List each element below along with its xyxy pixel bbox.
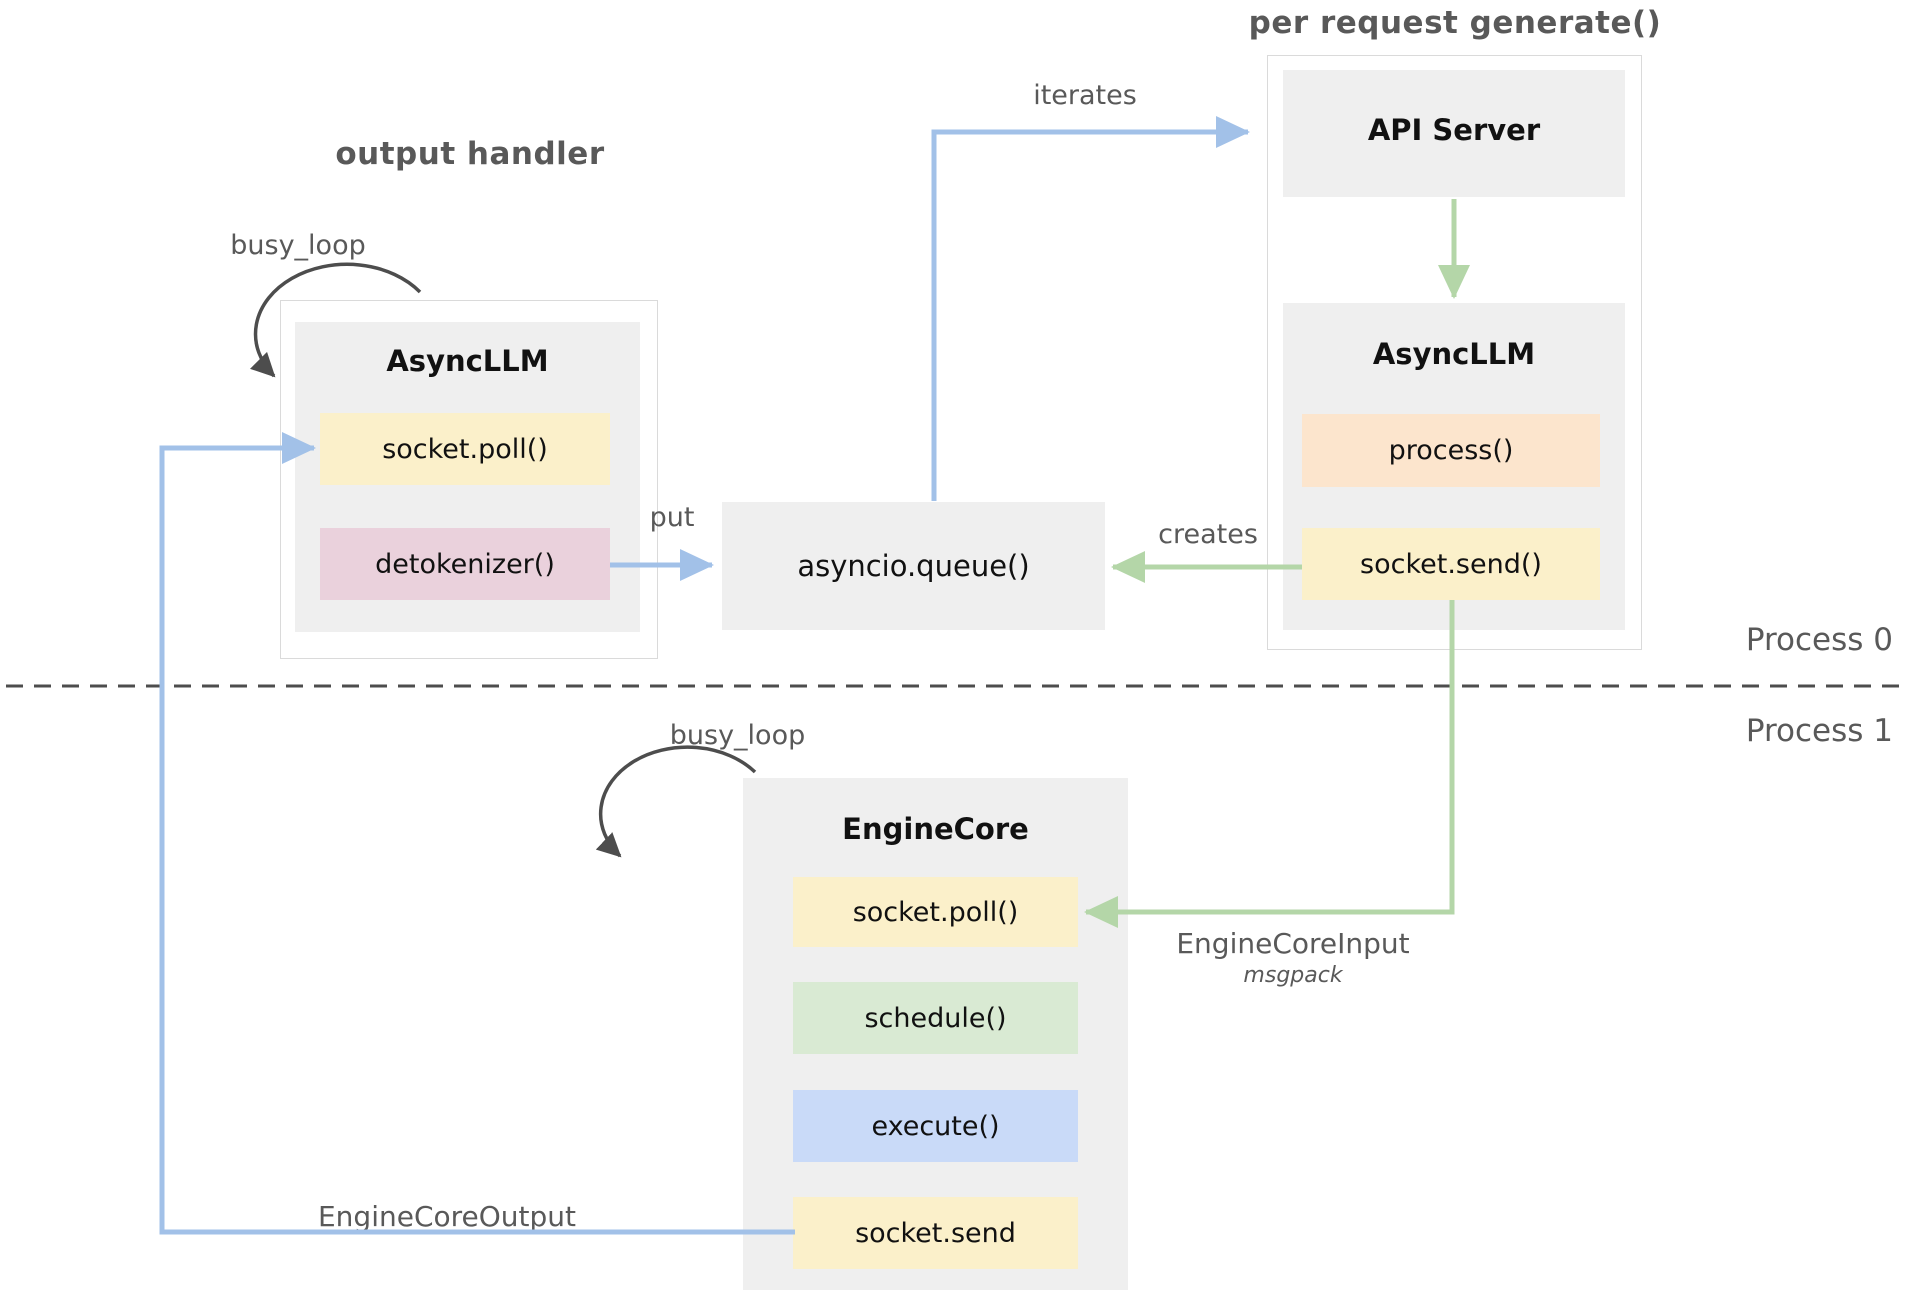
method-socket-send-right: socket.send() (1302, 528, 1600, 600)
method-process: process() (1302, 414, 1600, 487)
put-label: put (649, 502, 695, 533)
method-socket-send-engine: socket.send (793, 1197, 1078, 1269)
engine-core-output-label: EngineCoreOutput (317, 1200, 577, 1233)
process-0-label: Process 0 (1745, 622, 1893, 658)
method-schedule: schedule() (793, 982, 1078, 1054)
async-llm-left-title: AsyncLLM (386, 344, 549, 378)
iterates-arrow (931, 116, 1250, 501)
busy-loop-label-asyncllm: busy_loop (230, 230, 366, 261)
method-detokenizer: detokenizer() (320, 528, 610, 600)
method-execute: execute() (793, 1090, 1078, 1162)
method-socket-poll-engine: socket.poll() (793, 877, 1078, 947)
engine-core-title: EngineCore (842, 812, 1029, 846)
creates-label: creates (1158, 519, 1258, 550)
msgpack-label: msgpack (1243, 963, 1343, 988)
per-request-generate-title: per request generate() (1248, 5, 1662, 41)
asyncio-queue-box: asyncio.queue() (722, 502, 1105, 630)
process-1-label: Process 1 (1745, 713, 1893, 749)
busy-loop-label-enginecore: busy_loop (669, 720, 806, 751)
engine-core-input-label: EngineCoreInput (1176, 927, 1410, 960)
api-server-title: API Server (1367, 113, 1541, 147)
busy-loop-arc-enginecore (595, 745, 757, 858)
async-llm-right-title: AsyncLLM (1372, 337, 1536, 371)
output-handler-title: output handler (335, 136, 605, 172)
method-socket-poll-left: socket.poll() (320, 413, 610, 485)
iterates-label: iterates (1033, 80, 1137, 111)
api-server-box (1283, 70, 1625, 197)
